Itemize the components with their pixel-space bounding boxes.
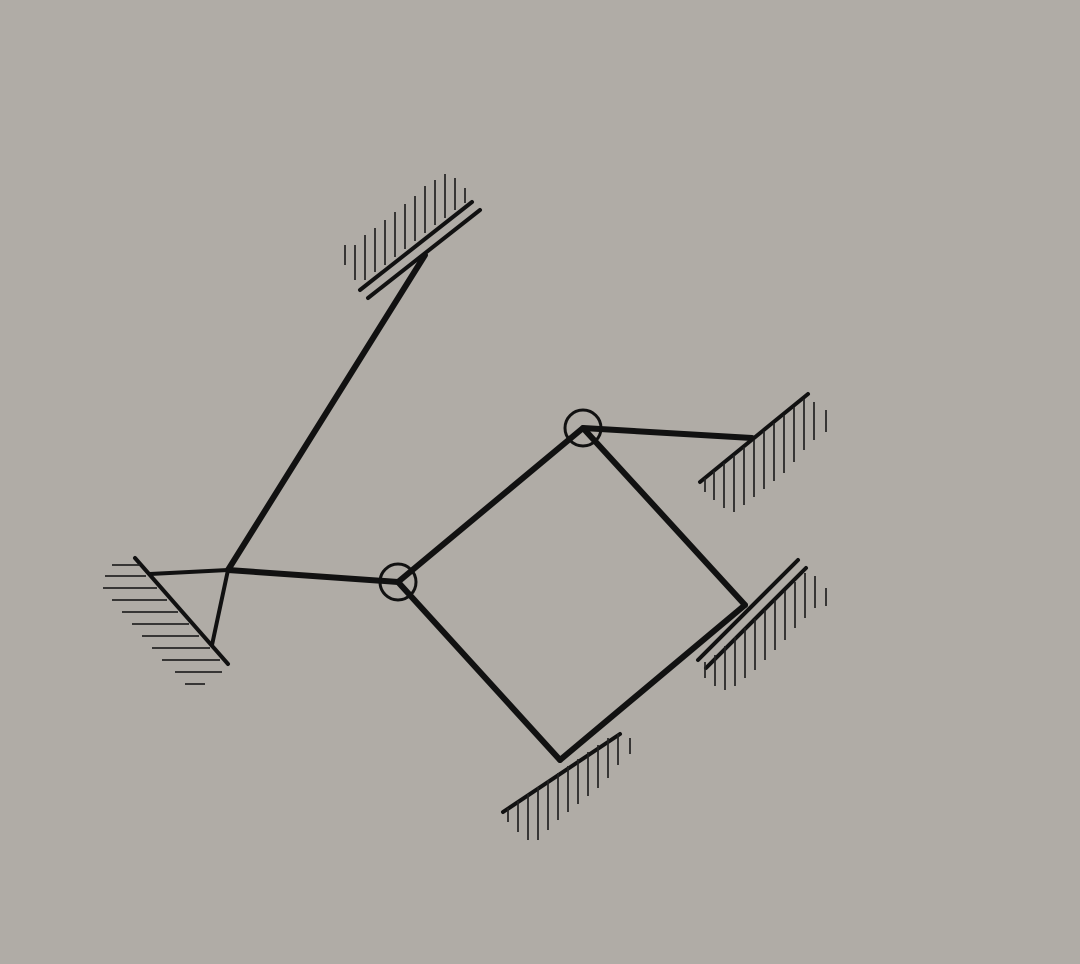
bottom-wall-support (501, 732, 631, 840)
left-horizontal-bar (225, 567, 401, 585)
frame-upper-right-bar (580, 425, 748, 608)
hatch-line (704, 566, 808, 670)
top-wall-support (344, 174, 482, 300)
hatch-line (696, 558, 800, 662)
structure-members (148, 252, 755, 763)
hatch-line (501, 732, 622, 814)
right-tie-bar (580, 425, 755, 441)
support-link-top (148, 568, 230, 576)
inclined-strut (225, 252, 428, 573)
frame-upper-left-bar (395, 425, 586, 585)
right-upper-wall-support (698, 392, 827, 512)
hatch-line (358, 200, 474, 292)
hinge-top-joint (563, 408, 603, 448)
support-link-bottom (210, 568, 230, 647)
right-lower-wall-support (696, 558, 827, 690)
frame-lower-right-bar (557, 602, 748, 763)
frame-lower-left-bar (395, 579, 563, 763)
left-pin-support (103, 556, 230, 685)
hinge-left-joint (378, 562, 418, 602)
